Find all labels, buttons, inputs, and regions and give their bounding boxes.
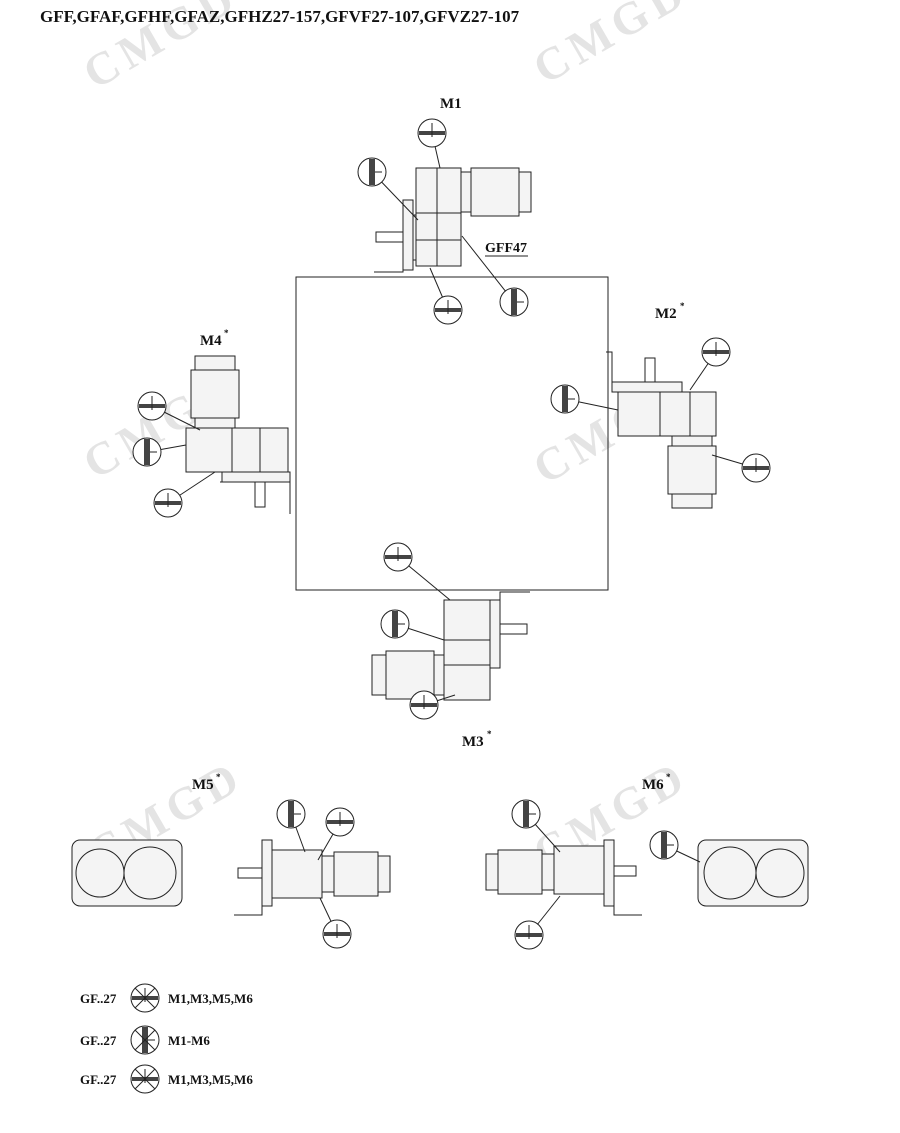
oil-level-indicator-icon — [153, 471, 216, 518]
svg-text:GF..27: GF..27 — [80, 1072, 117, 1087]
svg-text:*: * — [487, 729, 492, 739]
mounting-wall-square — [295, 276, 609, 591]
unit-m2: M2 * — [606, 301, 717, 509]
crossed-oil-level-horizontal-icon — [130, 983, 160, 1013]
svg-text:GF..27: GF..27 — [80, 991, 117, 1006]
oil-level-indicator-icon — [380, 609, 445, 641]
legend-row: GF..27 M1,M3,M5,M6 — [80, 983, 253, 1013]
label-m4: M4 — [200, 333, 222, 349]
oil-level-indicator-icon — [711, 453, 771, 483]
watermarks: CMGD CMGD CMGD CMGD CMGD CMGD — [75, 0, 697, 879]
unit-m5: M5 * — [71, 772, 391, 916]
svg-text:M1,M3,M5,M6: M1,M3,M5,M6 — [168, 991, 253, 1006]
oil-level-indicator-icon — [276, 799, 306, 853]
svg-text:M1-M6: M1-M6 — [168, 1033, 210, 1048]
model-label: GFF47 — [485, 241, 527, 256]
unit-m6: M6 * — [485, 772, 809, 916]
oil-level-indicator-icon — [137, 391, 201, 431]
unit-m4: M4 * — [185, 328, 291, 514]
oil-level-indicator-icon — [550, 384, 619, 414]
label-m5: M5 — [192, 777, 214, 793]
oil-level-indicator-icon — [649, 830, 701, 863]
svg-text:GF..27: GF..27 — [80, 1033, 117, 1048]
oil-level-indicator-icon — [514, 895, 561, 950]
oil-level-indicator-icon — [357, 157, 419, 221]
crossed-oil-drain-icon — [130, 1064, 160, 1094]
oil-level-indicator-icon — [383, 542, 451, 601]
oil-level-indicators — [132, 118, 771, 950]
legend-row: GF..27 M1,M3,M5,M6 — [80, 1064, 253, 1094]
oil-level-indicator-icon — [511, 799, 561, 853]
svg-text:CMGD: CMGD — [525, 0, 697, 94]
label-m3: M3 — [462, 734, 484, 750]
svg-text:*: * — [666, 772, 671, 782]
svg-text:*: * — [224, 328, 229, 338]
label-m1: M1 — [440, 96, 462, 112]
oil-level-indicator-icon — [689, 337, 731, 391]
svg-text:M1,M3,M5,M6: M1,M3,M5,M6 — [168, 1072, 253, 1087]
unit-m1: M1 GFF47 — [374, 96, 532, 273]
oil-level-indicator-icon — [319, 897, 352, 949]
oil-level-indicator-icon — [417, 118, 447, 169]
svg-text:*: * — [680, 301, 685, 311]
label-m6: M6 — [642, 777, 664, 793]
crossed-oil-level-vertical-icon — [130, 1025, 160, 1055]
oil-level-indicator-icon — [461, 235, 529, 317]
oil-level-indicator-icon — [317, 807, 355, 861]
unit-m3: M3 * — [371, 591, 530, 750]
oil-level-indicator-icon — [429, 267, 463, 325]
label-m2: M2 — [655, 306, 677, 322]
oil-level-indicator-icon — [132, 437, 187, 467]
oil-level-indicator-icon — [409, 690, 456, 720]
svg-text:*: * — [216, 772, 221, 782]
page-title: GFF,GFAF,GFHF,GFAZ,GFHZ27-157,GFVF27-107… — [40, 7, 520, 26]
legend: GF..27 M1,M3,M5,M6 GF..27 M1-M6 GF..27 M… — [80, 983, 253, 1094]
legend-row: GF..27 M1-M6 — [80, 1025, 210, 1055]
